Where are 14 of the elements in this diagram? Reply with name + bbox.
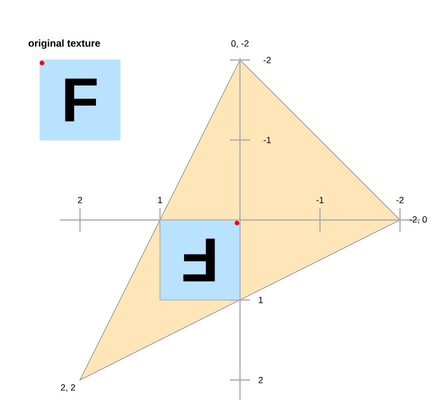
tick-label: -1 xyxy=(316,196,324,204)
heading: original texture xyxy=(28,39,100,49)
texture-square: F xyxy=(40,60,120,140)
vertex-label: 0, -2 xyxy=(231,40,249,48)
tick-label: 1 xyxy=(258,296,263,304)
vertex-label: 2, 2 xyxy=(60,384,76,392)
tick-label: -2 xyxy=(264,56,271,64)
vertex-label: -2, 0 xyxy=(410,216,427,224)
texture-square: F xyxy=(160,220,240,300)
tick-label: -1 xyxy=(264,136,271,144)
tick-label: 2 xyxy=(78,196,82,204)
tick-label: 1 xyxy=(158,196,162,204)
tick-label: 2 xyxy=(258,376,263,384)
tick-label: -2 xyxy=(396,196,404,204)
